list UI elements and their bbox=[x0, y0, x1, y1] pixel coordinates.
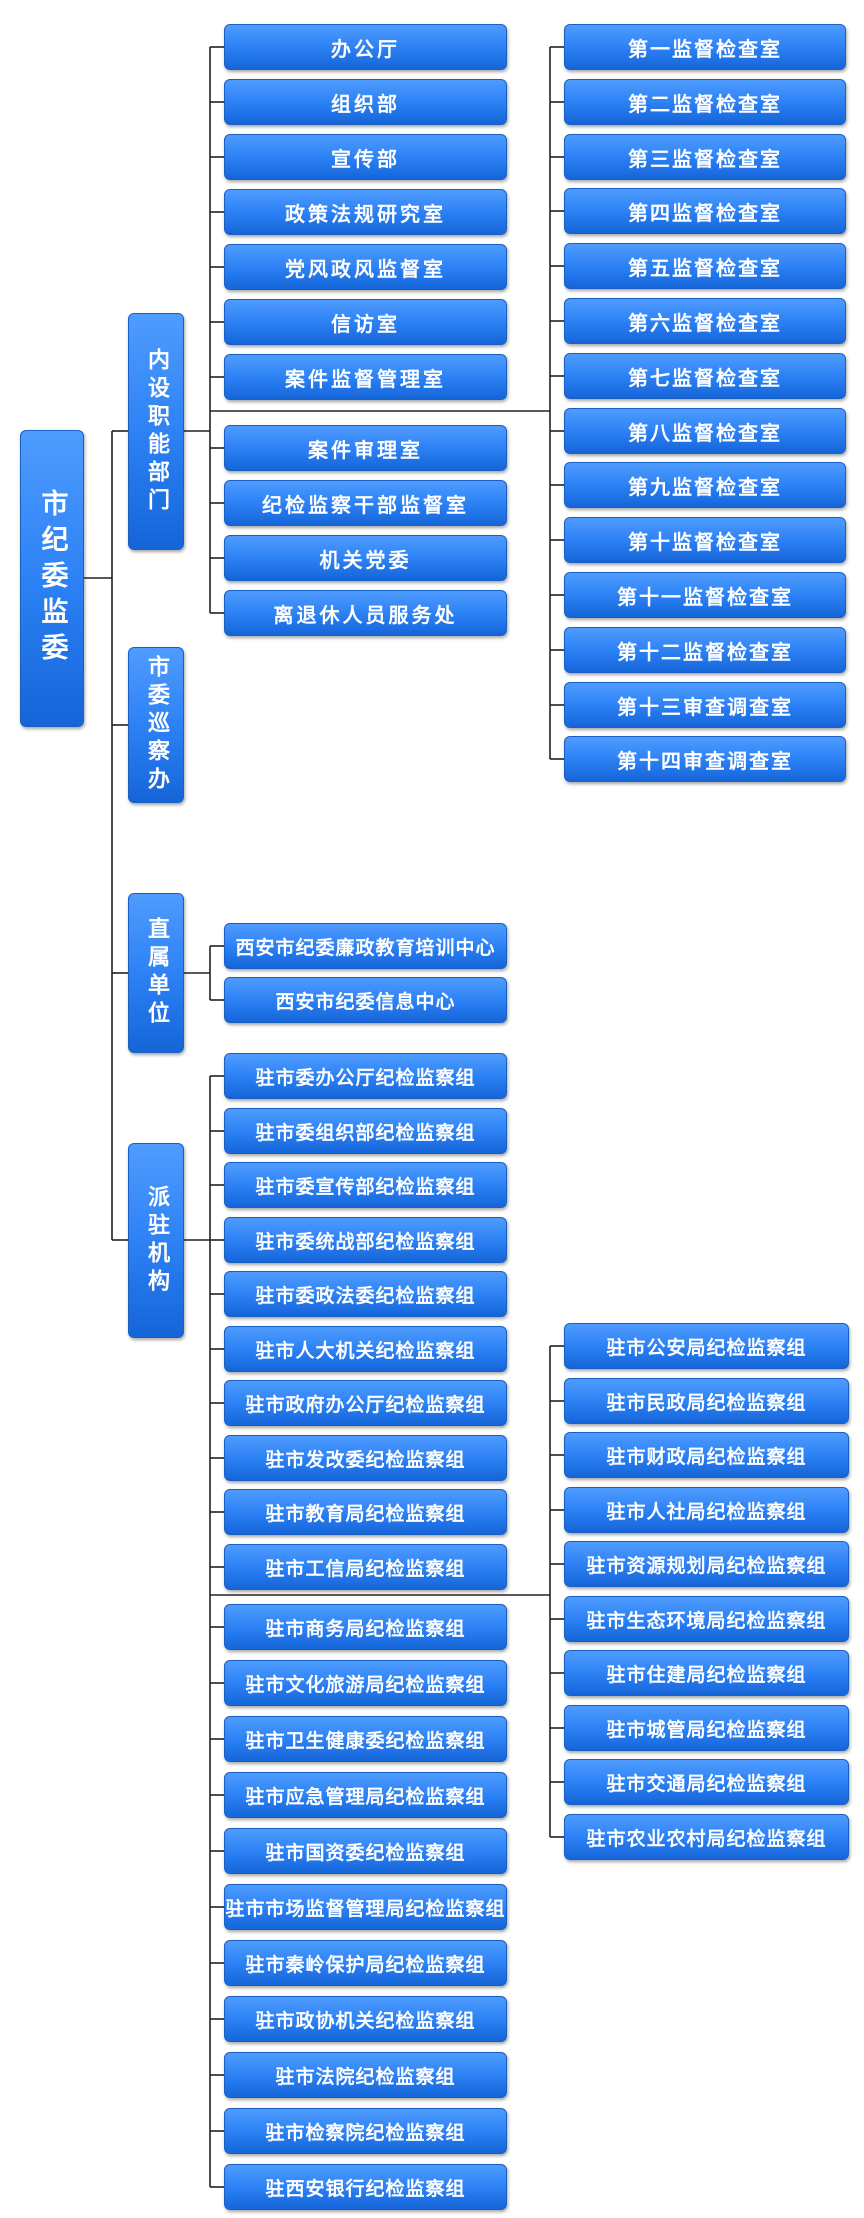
stationed-group-box: 驻市政协机关纪检监察组 bbox=[224, 1996, 507, 2042]
stationed-group-box: 驻市卫生健康委纪检监察组 bbox=[224, 1716, 507, 1762]
supervision-room-box: 第五监督检查室 bbox=[564, 243, 846, 289]
stationed-group-box: 驻市生态环境局纪检监察组 bbox=[564, 1596, 849, 1642]
stationed-group-box: 驻市住建局纪检监察组 bbox=[564, 1650, 849, 1696]
supervision-room-box: 第六监督检查室 bbox=[564, 298, 846, 344]
stationed-group-box: 驻市商务局纪检监察组 bbox=[224, 1604, 507, 1650]
category-internal-depts: 内设职能部门 bbox=[128, 313, 184, 550]
category-inspection-office: 市委巡察办 bbox=[128, 647, 184, 803]
stationed-group-box: 驻市委宣传部纪检监察组 bbox=[224, 1162, 507, 1208]
direct-unit-box: 西安市纪委信息中心 bbox=[224, 977, 507, 1023]
stationed-group-box: 驻市人社局纪检监察组 bbox=[564, 1487, 849, 1533]
stationed-group-box: 驻市检察院纪检监察组 bbox=[224, 2108, 507, 2154]
supervision-room-box: 第十四审查调查室 bbox=[564, 736, 846, 782]
stationed-group-box: 驻市公安局纪检监察组 bbox=[564, 1323, 849, 1369]
stationed-group-box: 驻市人大机关纪检监察组 bbox=[224, 1326, 507, 1372]
stationed-group-box: 驻市工信局纪检监察组 bbox=[224, 1544, 507, 1590]
supervision-room-box: 第十监督检查室 bbox=[564, 517, 846, 563]
root-node: 市纪委监委 bbox=[20, 430, 84, 727]
supervision-room-box: 第十一监督检查室 bbox=[564, 572, 846, 618]
supervision-room-box: 第八监督检查室 bbox=[564, 408, 846, 454]
stationed-group-box: 驻市交通局纪检监察组 bbox=[564, 1759, 849, 1805]
internal-dept-box: 党风政风监督室 bbox=[224, 244, 507, 290]
supervision-room-box: 第十三审查调查室 bbox=[564, 682, 846, 728]
internal-dept-box: 纪检监察干部监督室 bbox=[224, 480, 507, 526]
stationed-group-box: 驻市民政局纪检监察组 bbox=[564, 1378, 849, 1424]
direct-unit-box: 西安市纪委廉政教育培训中心 bbox=[224, 923, 507, 969]
internal-dept-box: 政策法规研究室 bbox=[224, 189, 507, 235]
stationed-group-box: 驻市法院纪检监察组 bbox=[224, 2052, 507, 2098]
stationed-group-box: 驻市应急管理局纪检监察组 bbox=[224, 1772, 507, 1818]
stationed-group-box: 驻市委组织部纪检监察组 bbox=[224, 1108, 507, 1154]
internal-dept-box: 离退休人员服务处 bbox=[224, 590, 507, 636]
internal-dept-box: 机关党委 bbox=[224, 535, 507, 581]
category-stationed-agencies: 派驻机构 bbox=[128, 1143, 184, 1338]
supervision-room-box: 第四监督检查室 bbox=[564, 188, 846, 234]
stationed-group-box: 驻市农业农村局纪检监察组 bbox=[564, 1814, 849, 1860]
internal-dept-box: 宣传部 bbox=[224, 134, 507, 180]
stationed-group-box: 驻市委政法委纪检监察组 bbox=[224, 1271, 507, 1317]
category-direct-units: 直属单位 bbox=[128, 893, 184, 1053]
stationed-group-box: 驻市文化旅游局纪检监察组 bbox=[224, 1660, 507, 1706]
stationed-group-box: 驻市城管局纪检监察组 bbox=[564, 1705, 849, 1751]
stationed-group-box: 驻市教育局纪检监察组 bbox=[224, 1489, 507, 1535]
stationed-group-box: 驻西安银行纪检监察组 bbox=[224, 2164, 507, 2210]
stationed-group-box: 驻市委办公厅纪检监察组 bbox=[224, 1053, 507, 1099]
internal-dept-box: 办公厅 bbox=[224, 24, 507, 70]
stationed-group-box: 驻市财政局纪检监察组 bbox=[564, 1432, 849, 1478]
stationed-group-box: 驻市资源规划局纪检监察组 bbox=[564, 1541, 849, 1587]
stationed-group-box: 驻市国资委纪检监察组 bbox=[224, 1828, 507, 1874]
supervision-room-box: 第九监督检查室 bbox=[564, 462, 846, 508]
stationed-group-box: 驻市发改委纪检监察组 bbox=[224, 1435, 507, 1481]
stationed-group-box: 驻市秦岭保护局纪检监察组 bbox=[224, 1940, 507, 1986]
internal-dept-box: 案件监督管理室 bbox=[224, 354, 507, 400]
supervision-room-box: 第七监督检查室 bbox=[564, 353, 846, 399]
stationed-group-box: 驻市委统战部纪检监察组 bbox=[224, 1217, 507, 1263]
internal-dept-box: 信访室 bbox=[224, 299, 507, 345]
supervision-room-box: 第二监督检查室 bbox=[564, 79, 846, 125]
internal-dept-box: 组织部 bbox=[224, 79, 507, 125]
internal-dept-box: 案件审理室 bbox=[224, 425, 507, 471]
supervision-room-box: 第三监督检查室 bbox=[564, 134, 846, 180]
supervision-room-box: 第一监督检查室 bbox=[564, 24, 846, 70]
supervision-room-box: 第十二监督检查室 bbox=[564, 627, 846, 673]
stationed-group-box: 驻市市场监督管理局纪检监察组 bbox=[224, 1884, 507, 1930]
stationed-group-box: 驻市政府办公厅纪检监察组 bbox=[224, 1380, 507, 1426]
